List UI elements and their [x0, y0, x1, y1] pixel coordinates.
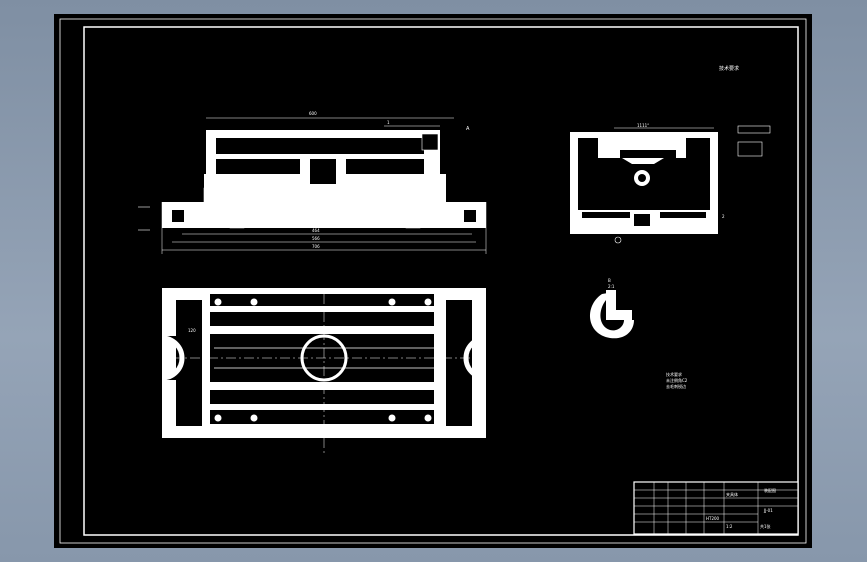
- front-section-view: 600 1 A 464: [138, 111, 487, 254]
- dim-callout-top: 1: [387, 120, 390, 125]
- tech-note-line1: 技术要求: [666, 371, 682, 377]
- title-block: 夹具体 装配图 JJ-01 HT200 1:2 共1张: [633, 481, 799, 535]
- title-part-name: 夹具体: [726, 491, 738, 497]
- title-sheet: 共1张: [760, 523, 771, 529]
- drawing-canvas: 技术要求 600 1 A: [59, 18, 807, 544]
- title-company: 装配图: [764, 487, 776, 493]
- dim-small-left: 120: [188, 328, 196, 333]
- svg-text:1111°: 1111°: [637, 123, 649, 128]
- detail-view: B 2:1: [590, 278, 634, 339]
- dim-total-width: 706: [312, 244, 320, 249]
- title-material: HT200: [706, 516, 720, 521]
- section-mark-top: A: [466, 126, 470, 132]
- drawing-sheet: 技术要求 600 1 A: [54, 14, 812, 548]
- section-mark-detail: B: [608, 278, 611, 283]
- title-scale: 1:2: [726, 524, 733, 529]
- outer-frame: [59, 18, 807, 544]
- title-drawing-no: JJ-01: [763, 508, 773, 513]
- tech-notes: 技术要求 未注倒角C2 去毛刺锐边: [666, 371, 688, 389]
- plan-view: 120: [154, 288, 494, 454]
- dim-overall-top: 600: [309, 111, 317, 116]
- dim-mid-width: 566: [312, 236, 320, 241]
- top-right-note: 技术要求: [719, 65, 739, 72]
- detail-scale: 2:1: [608, 284, 615, 289]
- side-view: 1111° 2: [570, 123, 771, 244]
- callout-mid-right: 2: [722, 214, 725, 219]
- dim-inner-top: 464: [312, 228, 320, 233]
- tech-note-line3: 去毛刺锐边: [666, 383, 686, 389]
- inner-frame: [83, 26, 799, 536]
- tech-note-line2: 未注倒角C2: [666, 377, 688, 383]
